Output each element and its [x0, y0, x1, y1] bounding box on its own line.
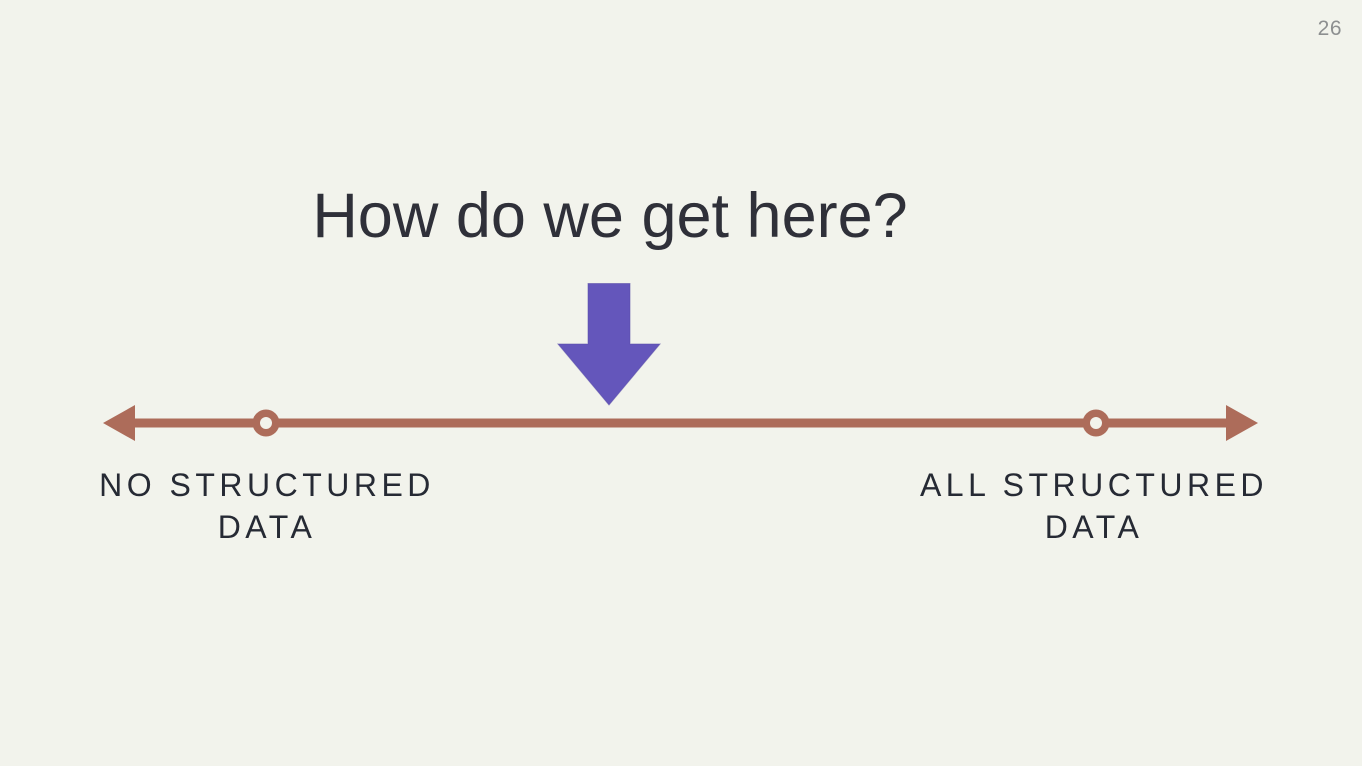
- left-axis-label-line1: NO STRUCTURED: [99, 467, 435, 503]
- spectrum-axis: [95, 403, 1265, 443]
- page-number: 26: [1317, 17, 1342, 40]
- left-axis-label: NO STRUCTURED DATA: [99, 464, 435, 548]
- right-arrowhead-icon: [1226, 405, 1258, 441]
- slide-title: How do we get here?: [312, 181, 908, 251]
- left-axis-label-line2: DATA: [217, 509, 317, 545]
- right-axis-label: ALL STRUCTURED DATA: [920, 464, 1268, 548]
- right-axis-label-line2: DATA: [1044, 509, 1144, 545]
- right-axis-label-line1: ALL STRUCTURED: [919, 467, 1269, 503]
- left-arrowhead-icon: [103, 405, 135, 441]
- down-arrow-icon: [557, 283, 661, 406]
- axis-line: [120, 418, 1240, 428]
